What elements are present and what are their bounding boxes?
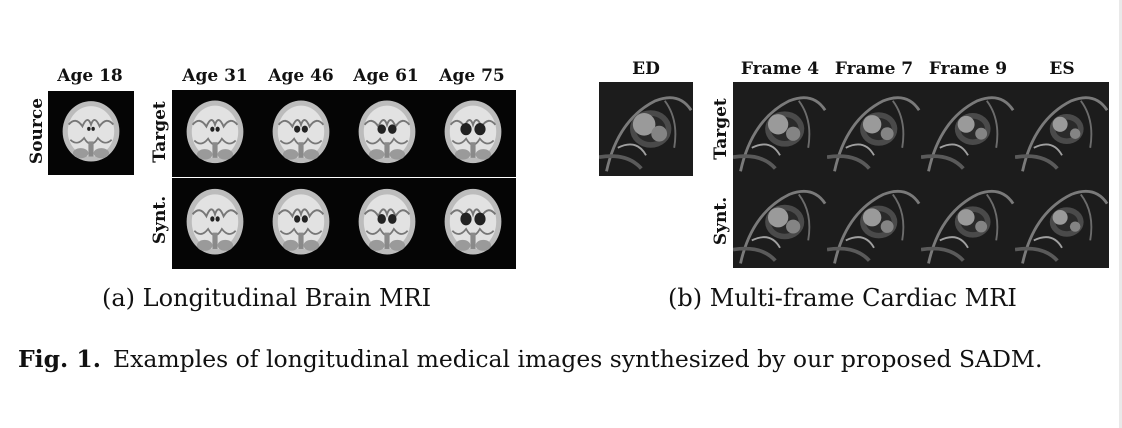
cardiac-source-image bbox=[599, 82, 693, 176]
cardiac-col-label-3: Frame 9 bbox=[928, 59, 1008, 79]
brain-row-label-source: Source bbox=[27, 97, 47, 165]
figure-caption: Fig. 1. Examples of longitudinal medical … bbox=[18, 345, 1042, 373]
brain-source-col-label: Age 18 bbox=[57, 66, 123, 86]
cardiac-target-image-3 bbox=[921, 82, 1015, 176]
cardiac-col-label-4: ES bbox=[1049, 59, 1075, 79]
brain-target-image-3 bbox=[344, 90, 430, 177]
cardiac-col-label-1: Frame 4 bbox=[740, 59, 820, 79]
page-edge bbox=[1119, 0, 1122, 428]
brain-source-image bbox=[48, 91, 134, 175]
brain-col-label-2: Age 46 bbox=[268, 66, 334, 86]
cardiac-synt-image-4 bbox=[1015, 176, 1109, 268]
cardiac-synt-image-3 bbox=[921, 176, 1015, 268]
brain-target-image-2 bbox=[258, 90, 344, 177]
figure-caption-text: Examples of longitudinal medical images … bbox=[112, 345, 1043, 373]
brain-col-label-3: Age 61 bbox=[353, 66, 419, 86]
brain-synt-image-1 bbox=[172, 178, 258, 269]
cardiac-target-image-1 bbox=[733, 82, 827, 176]
cardiac-row-label-synt: Synt. bbox=[711, 196, 731, 246]
brain-synt-image-3 bbox=[344, 178, 430, 269]
brain-col-label-1: Age 31 bbox=[182, 66, 248, 86]
cardiac-target-image-4 bbox=[1015, 82, 1109, 176]
brain-target-image-1 bbox=[172, 90, 258, 177]
brain-synt-image-2 bbox=[258, 178, 344, 269]
brain-panel-caption: (a) Longitudinal Brain MRI bbox=[102, 284, 432, 312]
brain-row-label-synt: Synt. bbox=[150, 195, 170, 245]
cardiac-row-label-target: Target bbox=[711, 98, 731, 160]
cardiac-panel-caption: (b) Multi-frame Cardiac MRI bbox=[668, 284, 1017, 312]
cardiac-col-label-2: Frame 7 bbox=[834, 59, 914, 79]
cardiac-source-col-label: ED bbox=[632, 59, 660, 79]
brain-synt-image-4 bbox=[430, 178, 516, 269]
figure-label: Fig. 1. bbox=[18, 345, 101, 373]
cardiac-synt-image-2 bbox=[827, 176, 921, 268]
brain-col-label-4: Age 75 bbox=[439, 66, 505, 86]
brain-row-label-target: Target bbox=[150, 101, 170, 163]
cardiac-synt-image-1 bbox=[733, 176, 827, 268]
brain-target-image-4 bbox=[430, 90, 516, 177]
cardiac-target-image-2 bbox=[827, 82, 921, 176]
